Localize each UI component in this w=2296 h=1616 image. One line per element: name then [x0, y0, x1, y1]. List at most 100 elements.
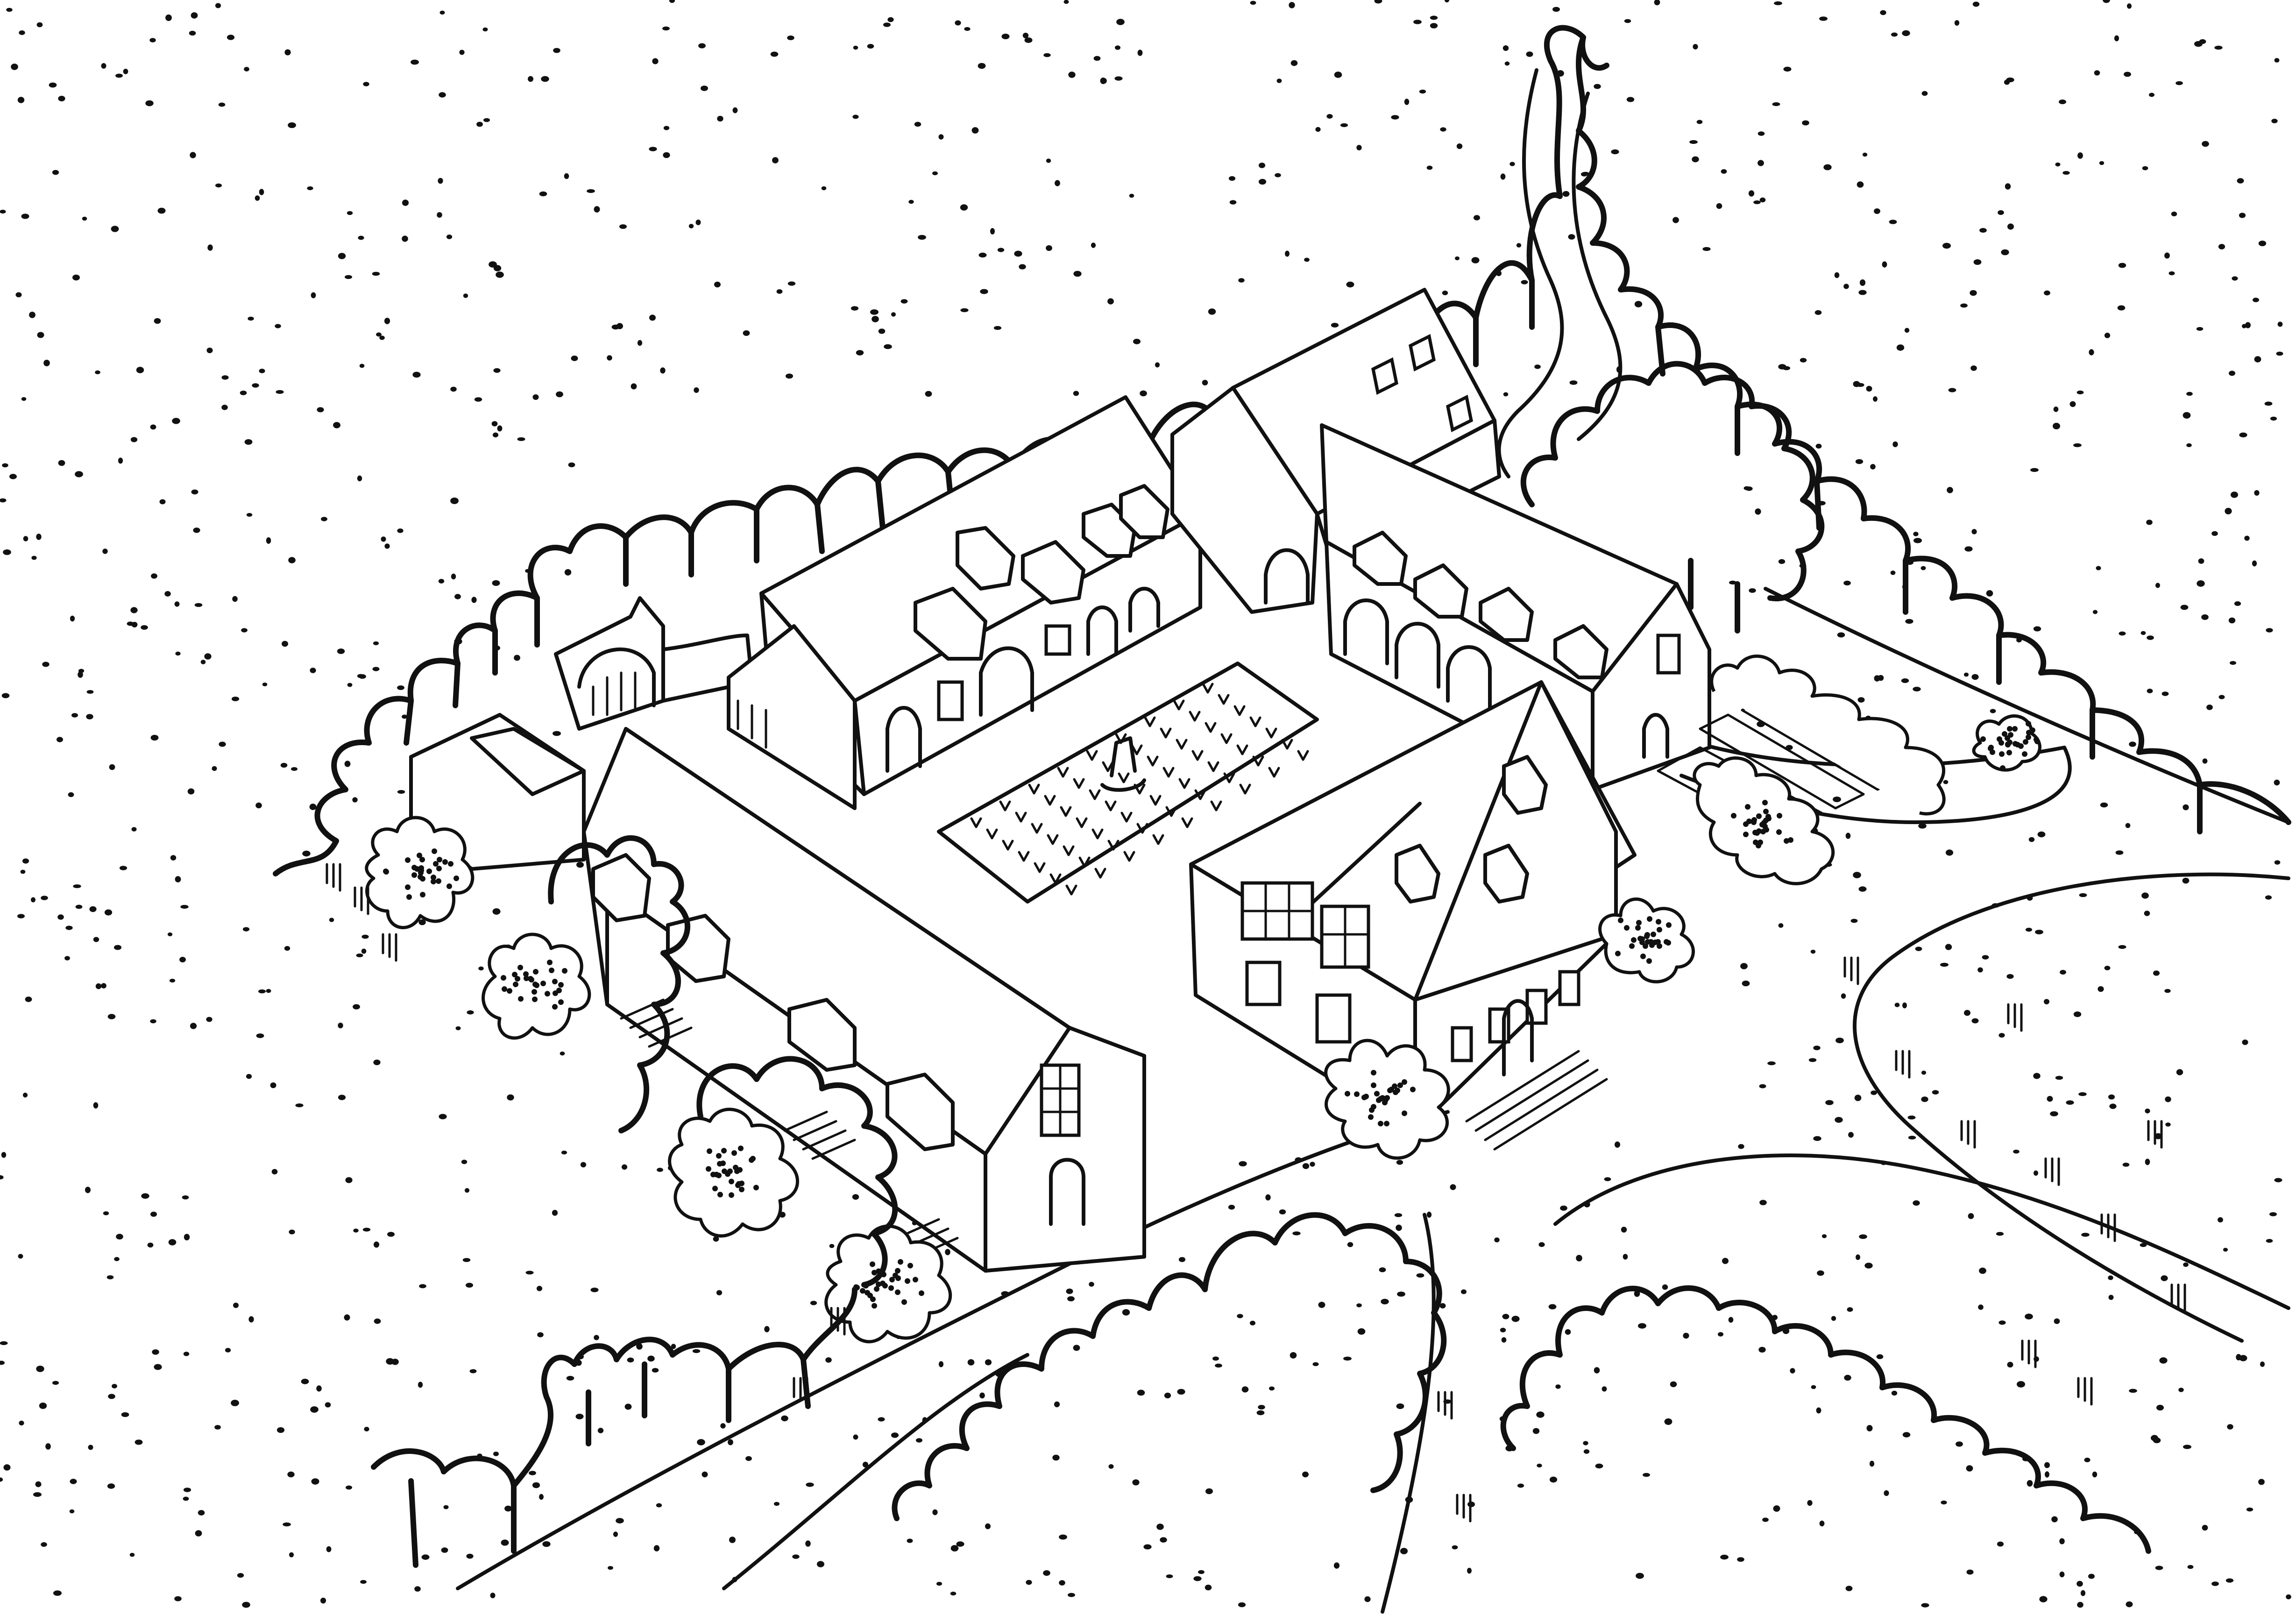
bush-dot	[406, 894, 412, 900]
stipple-dot	[2231, 491, 2238, 498]
stipple-dot	[280, 762, 288, 768]
stipple-dot	[2245, 322, 2251, 328]
bush-dot	[919, 1290, 924, 1296]
stipple-dot	[1783, 66, 1792, 72]
fountain	[1100, 736, 1146, 792]
stipple-dot	[891, 312, 896, 317]
stipple-dot	[22, 1092, 28, 1098]
stipple-dot	[1024, 37, 1033, 43]
stipple-dot	[692, 1349, 701, 1353]
stipple-dot	[1692, 156, 1699, 163]
bush-dot	[420, 892, 425, 897]
stipple-dot	[295, 1103, 304, 1108]
stipple-dot	[2239, 213, 2246, 218]
stipple-dot	[1238, 278, 1245, 283]
stipple-dot	[1693, 44, 1698, 50]
stipple-dot	[39, 1402, 47, 1409]
stipple-dot	[1721, 169, 1727, 174]
bush-dot	[1371, 1104, 1376, 1110]
right-barn	[1320, 423, 1711, 791]
stipple-dot	[19, 1420, 24, 1426]
stipple-dot	[191, 12, 198, 19]
bush-dot	[888, 1285, 894, 1291]
stipple-dot	[2156, 1404, 2164, 1411]
stipple-dot	[2053, 423, 2060, 429]
stipple-dot	[1426, 1211, 1432, 1218]
bush-dot	[515, 976, 520, 982]
stipple-dot	[1762, 1517, 1769, 1522]
stipple-dot	[1689, 140, 1698, 144]
bush-dot	[532, 997, 538, 1002]
stipple-dot	[2047, 1096, 2053, 1102]
stipple-dot	[1258, 163, 1266, 168]
bush-dot	[1657, 943, 1662, 949]
stipple-dot	[246, 513, 253, 517]
stipple-dot	[525, 1271, 534, 1274]
stipple-dot	[853, 1434, 858, 1440]
bush-dot	[876, 1281, 881, 1287]
stipple-dot	[1241, 1386, 1249, 1393]
bush-dot	[420, 876, 425, 882]
stipple-dot	[1279, 1209, 1286, 1215]
stipple-dot	[1778, 559, 1786, 564]
stipple-dot	[214, 1425, 221, 1430]
stipple-dot	[792, 1554, 800, 1559]
stipple-dot	[476, 121, 483, 127]
garden-sprout	[1149, 795, 1162, 806]
stipple-dot	[2254, 490, 2260, 496]
stipple-dot	[2124, 71, 2131, 77]
stipple-dot	[2244, 535, 2250, 541]
stipple-dot	[259, 189, 264, 195]
bush-dot	[411, 872, 417, 878]
stipple-dot	[119, 866, 128, 870]
stipple-dot	[244, 439, 253, 445]
stipple-dot	[1947, 487, 1953, 493]
garden-sprout	[1249, 716, 1261, 727]
bush-dot	[2026, 730, 2032, 735]
stipple-dot	[1982, 955, 1989, 960]
stipple-dot	[556, 391, 563, 398]
bush-dot	[1354, 1091, 1360, 1097]
stipple-dot	[2239, 432, 2247, 438]
stipple-dot	[1548, 1304, 1557, 1310]
stipple-dot	[1737, 1557, 1744, 1562]
stipple-dot	[345, 1177, 353, 1183]
bush-dot	[1382, 1100, 1388, 1105]
bush-dot	[1395, 1088, 1400, 1093]
stipple-dot	[564, 173, 569, 179]
stipple-dot	[1742, 980, 1750, 987]
stipple-dot	[1228, 176, 1236, 181]
stipple-dot	[439, 1114, 447, 1119]
bush-dot	[405, 857, 411, 863]
stipple-dot	[414, 1586, 421, 1592]
stipple-dot	[1250, 0, 1256, 5]
stipple-dot	[1773, 1505, 1780, 1512]
stipple-dot	[1413, 20, 1422, 24]
stipple-dot	[786, 373, 793, 379]
stipple-dot	[1304, 257, 1310, 262]
front-farmhouse	[1189, 680, 1637, 1151]
stipple-dot	[0, 1360, 5, 1365]
bush-dot	[414, 866, 420, 872]
stipple-dot	[1891, 32, 1898, 37]
stipple-dot	[2115, 850, 2124, 855]
stipple-dot	[283, 1522, 291, 1527]
stipple-dot	[231, 1400, 239, 1406]
stipple-dot	[289, 1229, 295, 1235]
stipple-dot	[497, 425, 503, 432]
bush-dot	[1402, 1111, 1407, 1116]
stipple-dot	[1810, 949, 1816, 954]
stipple-dot	[2155, 583, 2160, 588]
stipple-dot	[2198, 558, 2204, 564]
stipple-dot	[2225, 508, 2232, 514]
stipple-dot	[1467, 1567, 1472, 1574]
stipple-dot	[2076, 390, 2084, 395]
stipple-dot	[353, 1004, 360, 1010]
stipple-dot	[362, 1227, 371, 1232]
stipple-dot	[3, 549, 11, 555]
stipple-dot	[259, 369, 265, 373]
stipple-dot	[1941, 1500, 1947, 1505]
stipple-dot	[2274, 58, 2280, 63]
stipple-dot	[1971, 1018, 1979, 1024]
stipple-dot	[2154, 1133, 2162, 1139]
